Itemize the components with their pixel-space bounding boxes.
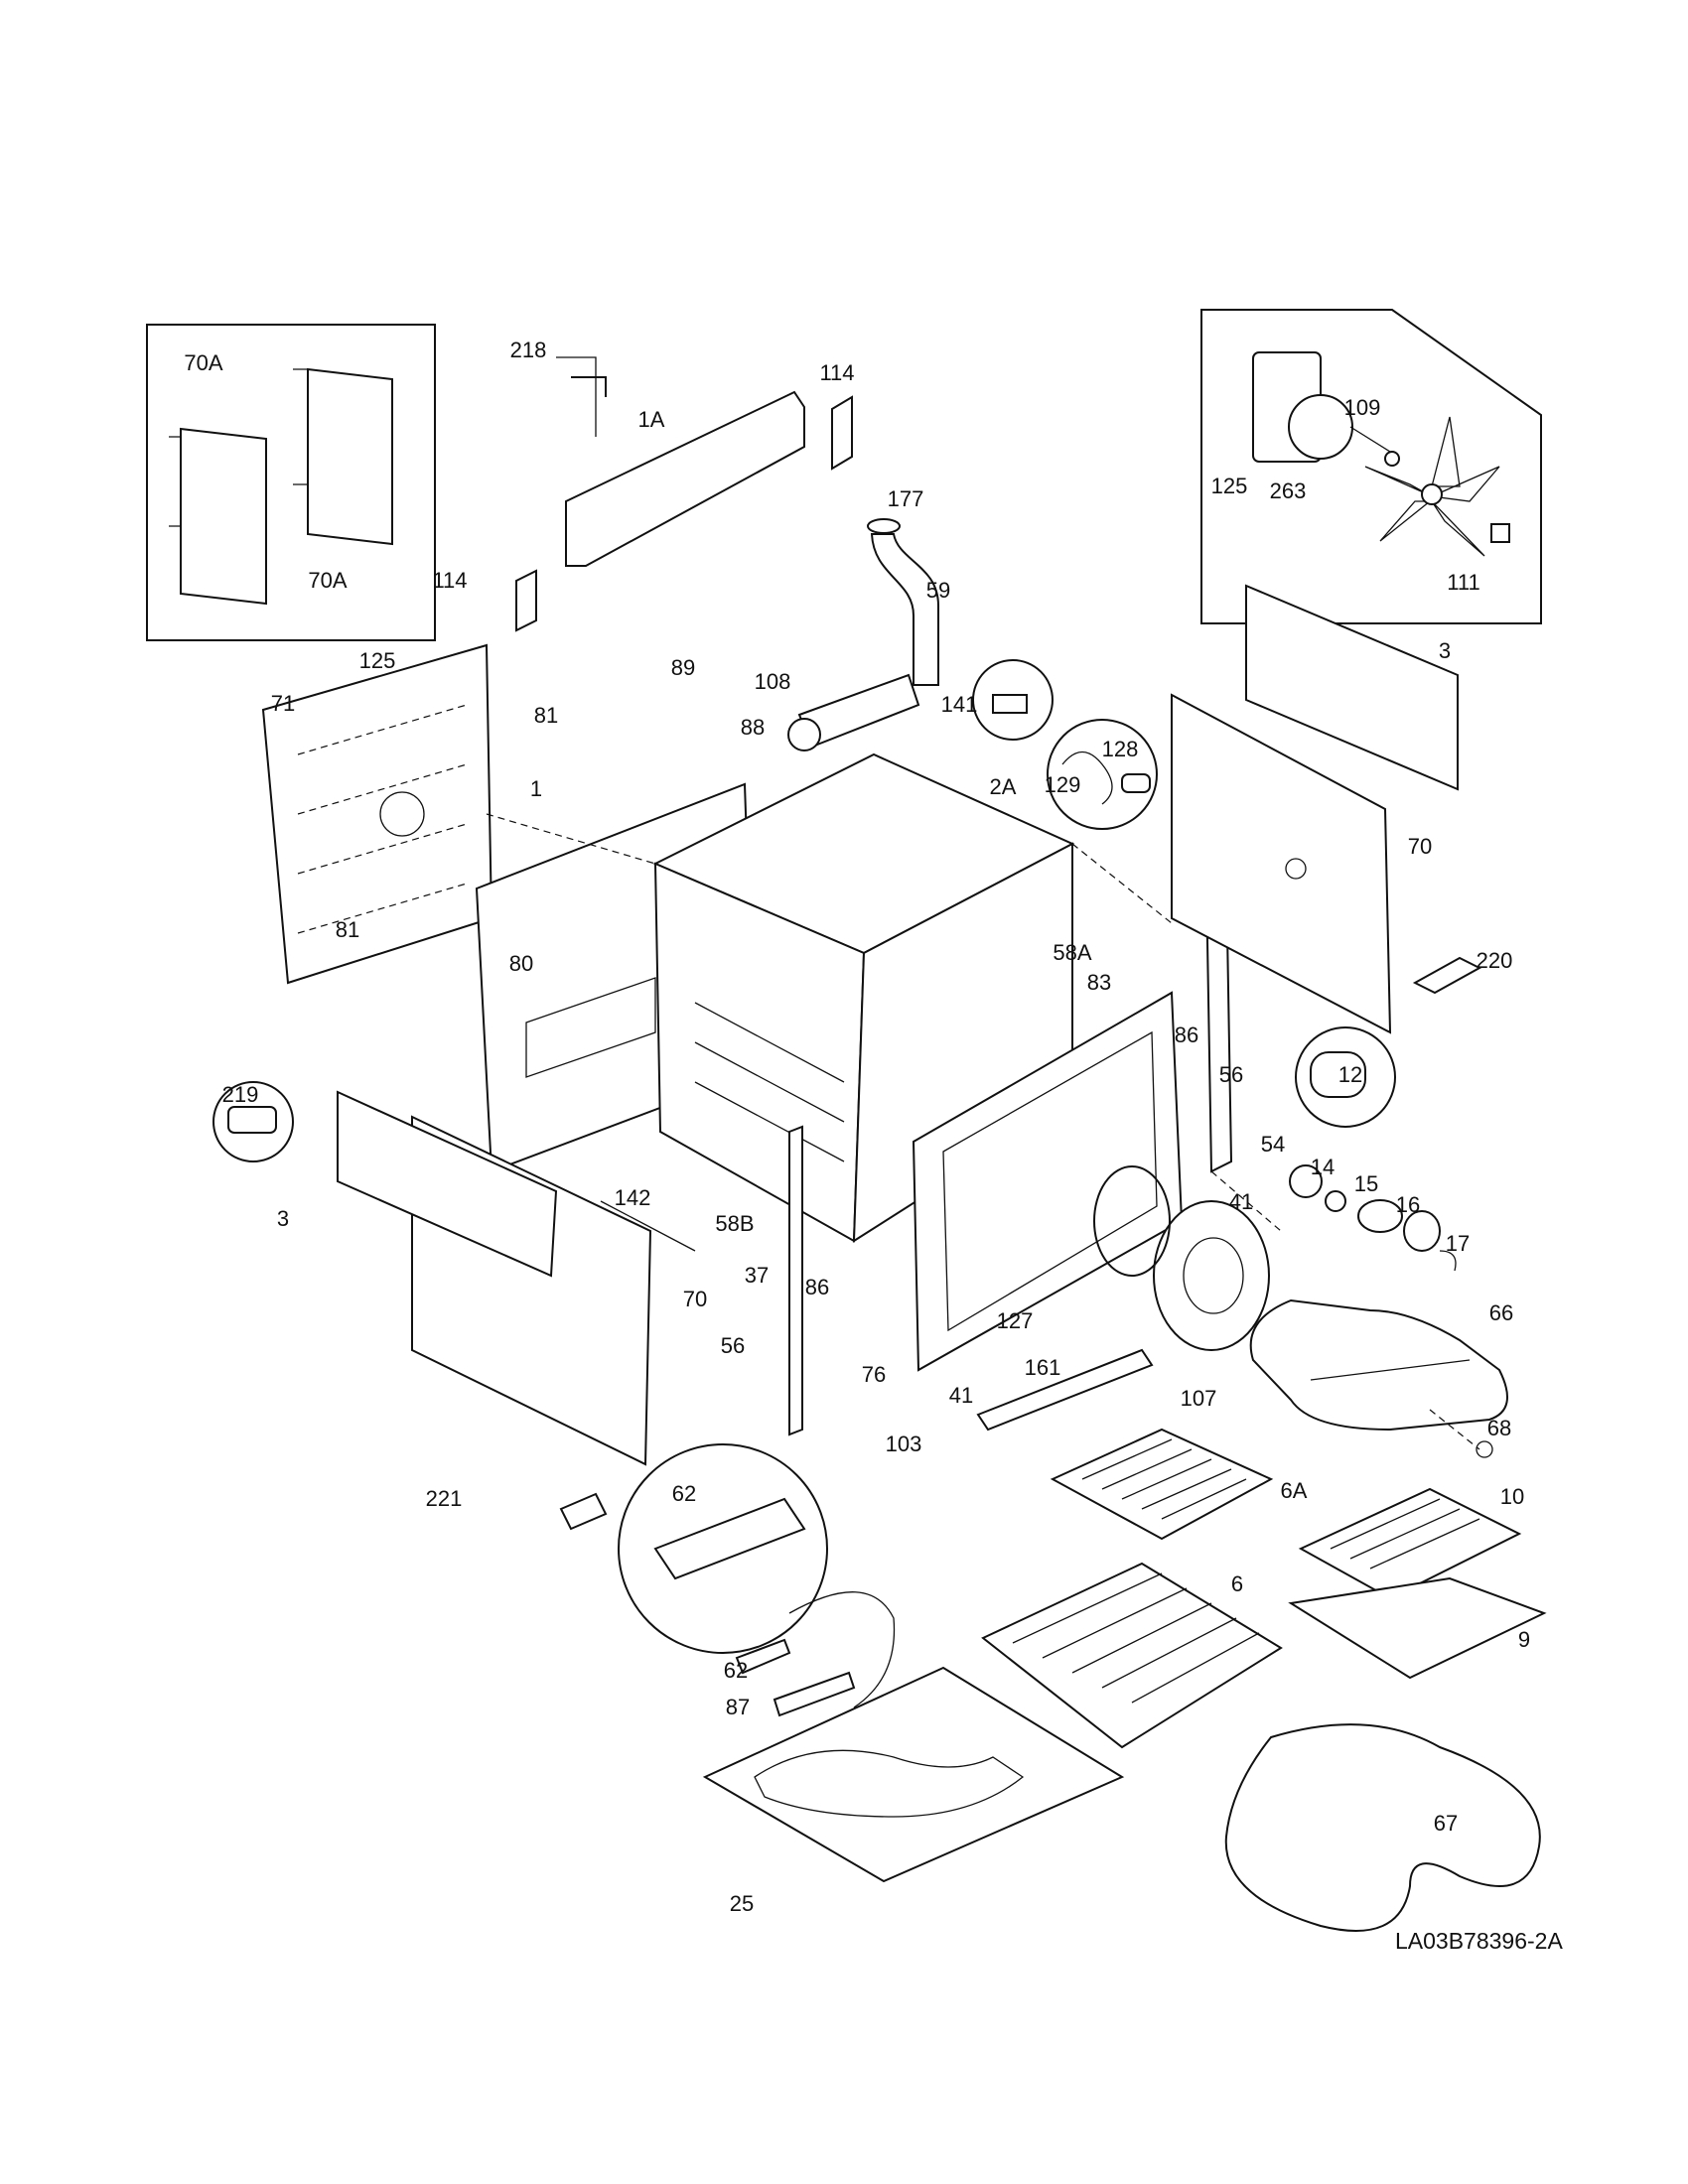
part-label-3: 3 [277, 1206, 289, 1231]
bake-element-67 [1224, 1723, 1541, 1932]
side-panel-70-right [1171, 693, 1392, 1034]
part-label-107: 107 [1181, 1386, 1217, 1411]
part-label-37: 37 [745, 1263, 769, 1288]
side-panel-70-left [337, 1090, 652, 1466]
part-label-114: 114 [432, 568, 467, 593]
broil-element-66 [1249, 1298, 1508, 1432]
light-assembly [1289, 1026, 1457, 1272]
part-label-56: 56 [721, 1333, 745, 1358]
part-label-142: 142 [615, 1185, 651, 1210]
part-label-66: 66 [1489, 1300, 1513, 1325]
part-label-161: 161 [1025, 1355, 1061, 1380]
part-label-86: 86 [805, 1275, 829, 1299]
part-label-127: 127 [997, 1308, 1034, 1333]
part-label-12: 12 [1338, 1062, 1362, 1087]
part-label-10: 10 [1500, 1484, 1524, 1509]
part-label-58a: 58A [1053, 940, 1091, 965]
part-label-68: 68 [1487, 1416, 1511, 1440]
part-label-16: 16 [1396, 1192, 1420, 1217]
part-label-56: 56 [1219, 1062, 1243, 1087]
part-labels: 70A70A2181A11411417759125109263111711258… [184, 338, 1530, 1916]
misc-small-parts [559, 956, 1493, 1531]
housing-108 [787, 673, 920, 751]
vent-tube-59 [867, 518, 939, 686]
ring-element-161 [1093, 1165, 1171, 1277]
broiler-pan-9 [1288, 1576, 1547, 1680]
drawing-code: LA03B78396-2A [1395, 1928, 1563, 1954]
part-label-80: 80 [509, 951, 533, 976]
part-label-221: 221 [426, 1486, 463, 1511]
part-label-81: 81 [534, 703, 558, 728]
part-label-76: 76 [862, 1362, 886, 1387]
part-label-41: 41 [949, 1383, 973, 1408]
inset-128-129 [1047, 719, 1158, 830]
part-label-109: 109 [1344, 395, 1381, 420]
part-label-59: 59 [926, 578, 950, 603]
part-label-81: 81 [336, 917, 359, 942]
part-label-3: 3 [1439, 638, 1451, 663]
inset-141 [972, 659, 1054, 741]
part-label-1: 1 [530, 776, 542, 801]
inset-70a-panels [146, 324, 436, 641]
part-label-219: 219 [222, 1082, 259, 1107]
top-trim-1a [515, 356, 853, 632]
fan-cover-107 [1153, 1200, 1270, 1351]
oven-cavity [652, 752, 1075, 1243]
broiler-pan-10 [1298, 1487, 1522, 1600]
bottom-panel-25 [702, 1666, 1125, 1883]
part-label-70: 70 [1408, 834, 1432, 859]
back-panel-3-upper [1245, 584, 1459, 791]
part-label-54: 54 [1261, 1132, 1285, 1157]
part-label-263: 263 [1270, 478, 1307, 503]
part-label-129: 129 [1045, 772, 1081, 797]
part-label-70a: 70A [308, 568, 347, 593]
part-label-70: 70 [683, 1287, 707, 1311]
part-label-58b: 58B [715, 1211, 754, 1236]
part-label-70a: 70A [184, 350, 222, 375]
rack-6a [1050, 1428, 1274, 1541]
rear-panel-71 [261, 643, 493, 985]
part-label-108: 108 [755, 669, 791, 694]
part-label-88: 88 [741, 715, 765, 740]
part-label-125: 125 [359, 648, 396, 673]
part-label-83: 83 [1087, 970, 1111, 995]
part-label-6a: 6A [1281, 1478, 1308, 1503]
part-label-14: 14 [1311, 1155, 1335, 1179]
part-label-15: 15 [1354, 1171, 1378, 1196]
part-label-86: 86 [1175, 1023, 1198, 1047]
part-label-111: 111 [1447, 570, 1479, 595]
assembly-lines [486, 813, 1480, 1450]
part-label-177: 177 [888, 486, 924, 511]
part-label-114: 114 [819, 360, 854, 385]
part-label-2a: 2A [990, 774, 1017, 799]
trim-strip-56-left [788, 1125, 803, 1436]
part-label-103: 103 [886, 1432, 922, 1456]
part-label-141: 141 [941, 692, 978, 717]
rack-6 [981, 1562, 1283, 1749]
part-label-41: 41 [1229, 1189, 1253, 1214]
part-label-71: 71 [271, 691, 295, 716]
inset-terminal-block-62 [618, 1443, 896, 1717]
part-label-89: 89 [671, 655, 695, 680]
part-label-1a: 1A [638, 407, 665, 432]
part-label-218: 218 [510, 338, 547, 362]
part-label-67: 67 [1434, 1811, 1458, 1836]
inset-thermostat-219 [212, 1081, 294, 1162]
part-label-220: 220 [1477, 948, 1513, 973]
part-label-9: 9 [1518, 1627, 1530, 1652]
part-label-125: 125 [1211, 474, 1248, 498]
part-label-128: 128 [1102, 737, 1139, 761]
inset-convection-fan [1200, 309, 1542, 624]
part-label-25: 25 [730, 1891, 754, 1916]
part-label-6: 6 [1231, 1571, 1243, 1596]
part-label-62: 62 [672, 1481, 696, 1506]
part-label-87: 87 [726, 1695, 750, 1719]
part-label-17: 17 [1446, 1231, 1470, 1256]
part-label-62: 62 [724, 1658, 748, 1683]
